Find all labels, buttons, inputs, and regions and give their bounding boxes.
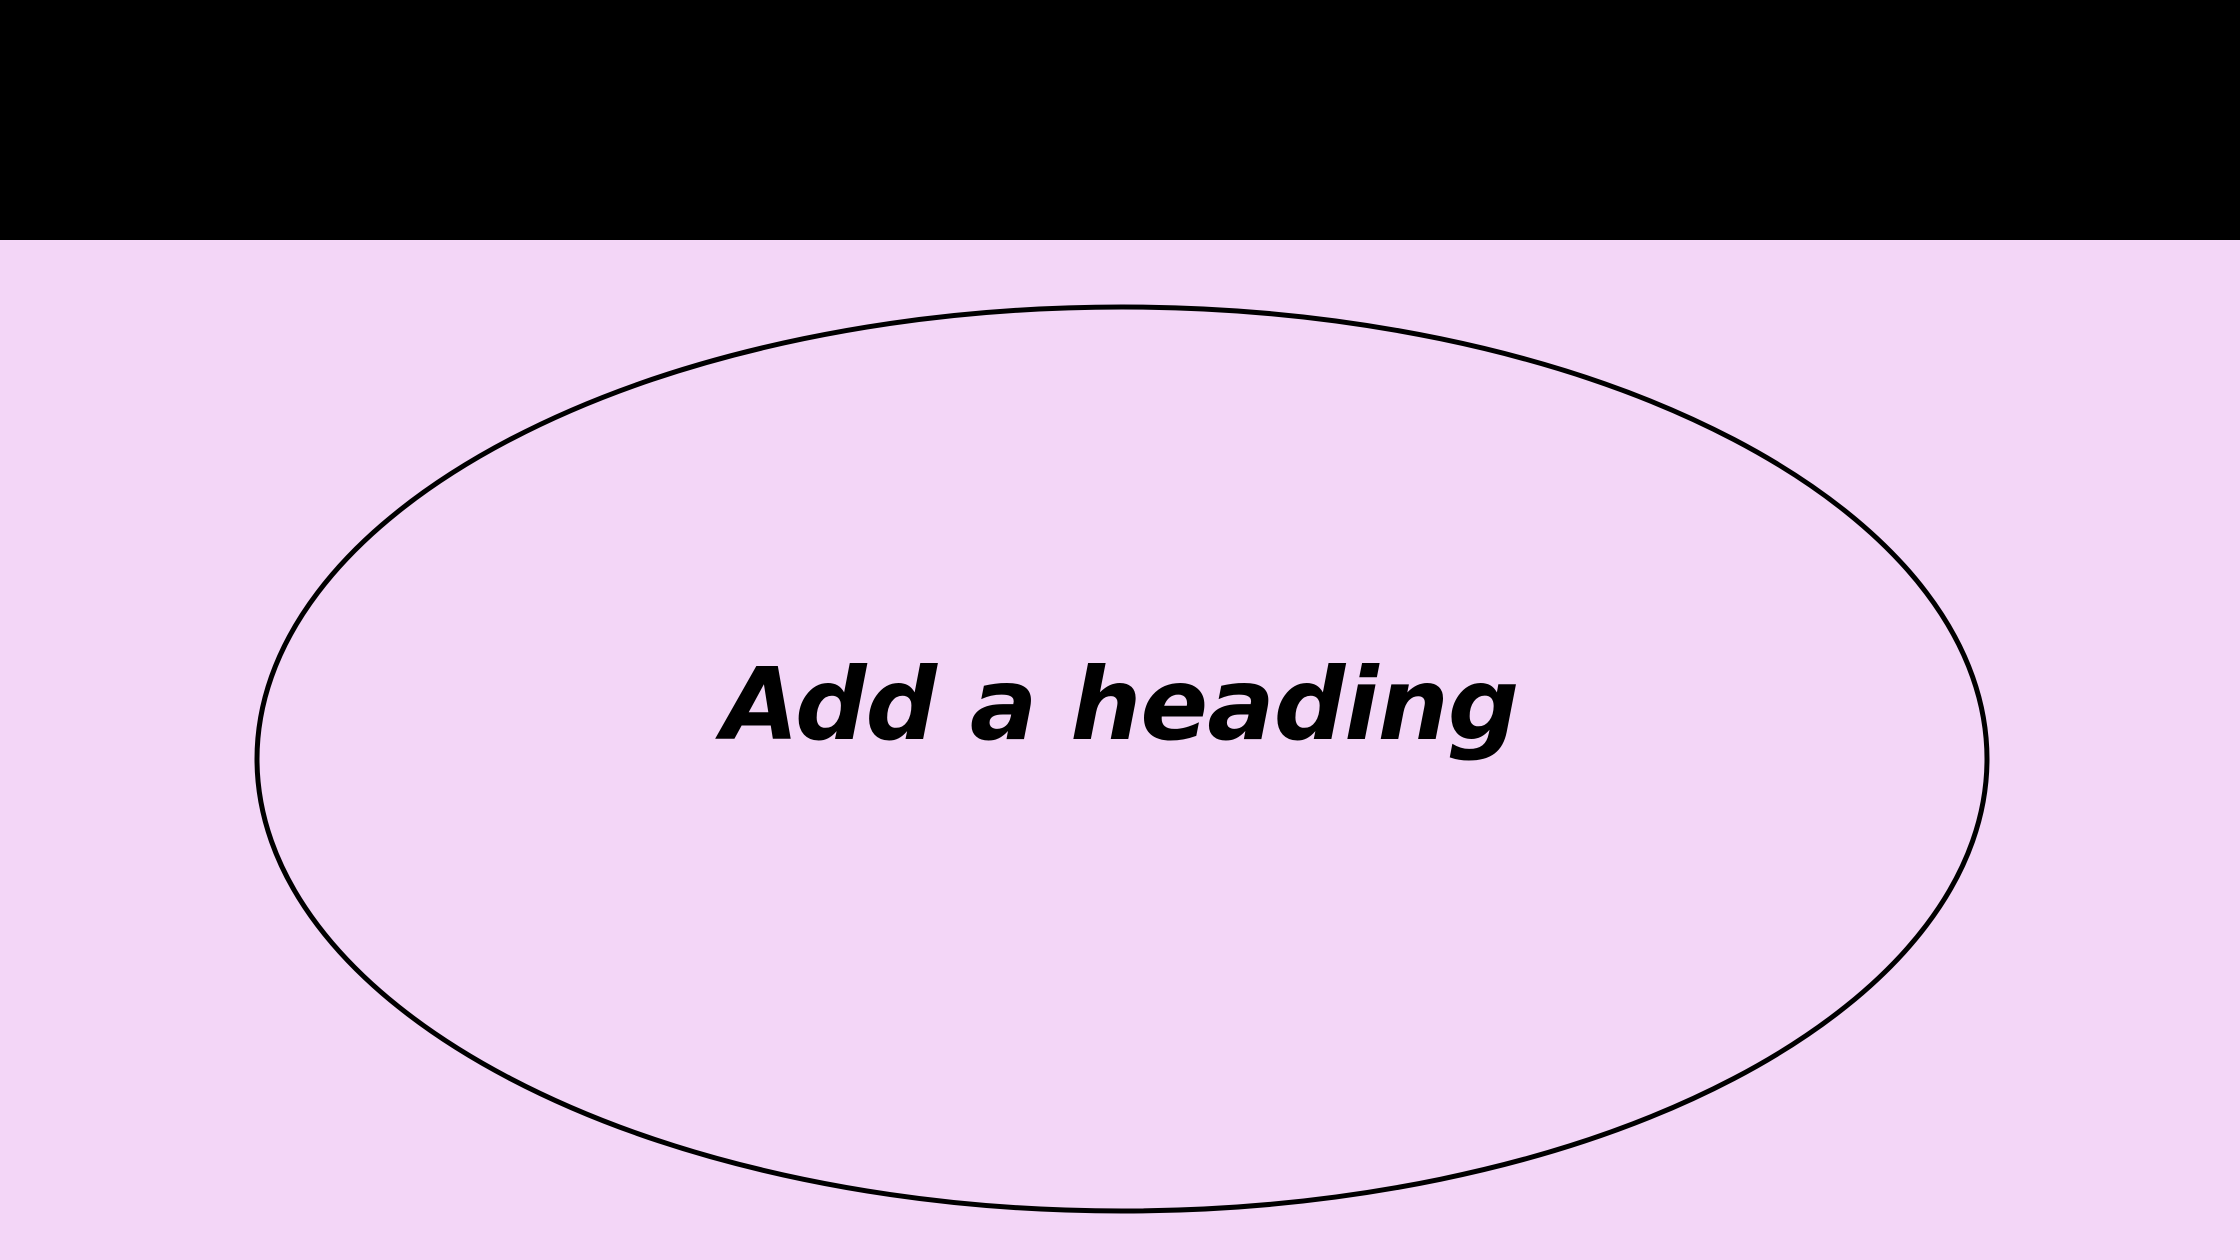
top-black-band: [0, 0, 2240, 240]
heading-text[interactable]: Add a heading: [721, 646, 1520, 763]
ellipse-shape: [254, 304, 1990, 1214]
